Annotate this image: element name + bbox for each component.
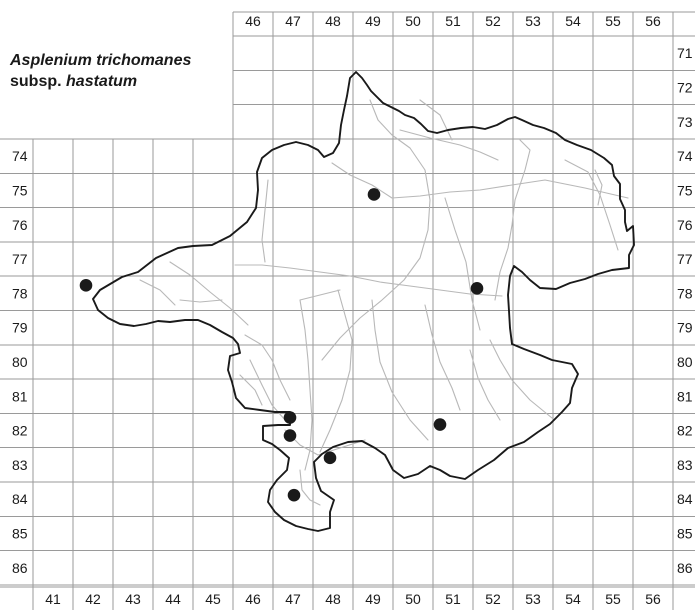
row-label-left: 79: [12, 320, 28, 336]
subspecies-prefix: subsp.: [10, 73, 67, 90]
column-label-bottom: 54: [565, 591, 581, 607]
row-label-right: 75: [677, 182, 693, 198]
river-line: [139, 279, 176, 306]
row-label-right: 74: [677, 148, 693, 164]
row-label-right: 86: [677, 560, 693, 576]
column-label-bottom: 43: [125, 591, 141, 607]
row-label-right: 81: [677, 388, 693, 404]
river-line: [244, 334, 291, 401]
column-label-bottom: 48: [325, 591, 341, 607]
map-title: Asplenium trichomanes subsp. hastatum: [10, 50, 232, 92]
column-label-top: 50: [405, 13, 421, 29]
column-label-top: 46: [245, 13, 261, 29]
river-line: [489, 339, 553, 419]
column-label-top: 53: [525, 13, 541, 29]
row-label-right: 82: [677, 423, 693, 439]
row-label-right: 72: [677, 79, 693, 95]
column-label-bottom: 44: [165, 591, 181, 607]
column-label-top: 54: [565, 13, 581, 29]
river-line: [179, 299, 223, 303]
row-label-left: 81: [12, 388, 28, 404]
river-line: [321, 99, 431, 361]
column-label-bottom: 49: [365, 591, 381, 607]
column-label-top: 55: [605, 13, 621, 29]
column-label-top: 48: [325, 13, 341, 29]
river-line: [494, 199, 516, 301]
column-label-top: 56: [645, 13, 661, 29]
row-label-right: 79: [677, 320, 693, 336]
column-label-bottom: 41: [45, 591, 61, 607]
occurrence-dot: [433, 418, 447, 431]
row-label-left: 76: [12, 217, 28, 233]
occurrence-dot: [283, 411, 297, 424]
row-label-right: 80: [677, 354, 693, 370]
row-label-right: 83: [677, 457, 693, 473]
river-line: [299, 469, 321, 506]
row-label-left: 82: [12, 423, 28, 439]
river-line: [169, 261, 249, 326]
river-line: [399, 129, 499, 161]
row-label-right: 85: [677, 525, 693, 541]
river-line: [419, 99, 453, 141]
row-label-right: 84: [677, 491, 693, 507]
column-label-bottom: 52: [485, 591, 501, 607]
occurrence-dot: [323, 451, 337, 465]
column-label-bottom: 42: [85, 591, 101, 607]
row-label-left: 80: [12, 354, 28, 370]
river-network: [139, 99, 629, 506]
row-label-right: 71: [677, 45, 693, 61]
row-label-right: 76: [677, 217, 693, 233]
grid-labels: 46 47 48 49 50 51 52 53 54 55 56 41 42 43 44 45 46 47 48 49…: [12, 13, 693, 607]
column-label-bottom: 55: [605, 591, 621, 607]
river-line: [299, 289, 341, 301]
river-line: [319, 289, 353, 453]
subspecies-name: subsp. hastatum: [10, 71, 232, 92]
occurrence-dot: [79, 279, 93, 292]
river-line: [234, 264, 503, 297]
column-label-top: 49: [365, 13, 381, 29]
river-line: [514, 139, 531, 201]
species-name: Asplenium trichomanes: [10, 50, 232, 71]
species-name-text: Asplenium trichomanes: [10, 52, 192, 69]
column-label-bottom: 53: [525, 591, 541, 607]
row-label-left: 77: [12, 251, 28, 267]
row-label-left: 74: [12, 148, 28, 164]
column-label-bottom: 45: [205, 591, 221, 607]
column-label-top: 47: [285, 13, 301, 29]
column-label-bottom: 47: [285, 591, 301, 607]
column-label-bottom: 51: [445, 591, 461, 607]
occurrence-dot: [283, 429, 297, 442]
row-label-right: 77: [677, 251, 693, 267]
row-label-left: 85: [12, 525, 28, 541]
row-label-right: 78: [677, 285, 693, 301]
column-label-top: 51: [445, 13, 461, 29]
river-line: [469, 349, 501, 421]
river-line: [424, 304, 461, 411]
row-label-right: 73: [677, 114, 693, 130]
column-label-bottom: 50: [405, 591, 421, 607]
river-line: [594, 169, 603, 206]
river-line: [331, 162, 629, 199]
row-label-left: 86: [12, 560, 28, 576]
occurrence-dot: [367, 188, 381, 201]
region-border: [92, 71, 635, 532]
column-label-top: 52: [485, 13, 501, 29]
occurrence-dot: [287, 488, 301, 502]
occurrence-dots: [79, 188, 484, 502]
row-label-left: 84: [12, 491, 28, 507]
occurrence-dot: [470, 282, 484, 295]
column-label-bottom: 46: [245, 591, 261, 607]
row-label-left: 83: [12, 457, 28, 473]
river-line: [284, 429, 366, 456]
column-label-bottom: 56: [645, 591, 661, 607]
river-line: [371, 299, 429, 441]
river-line: [261, 179, 269, 263]
row-label-left: 75: [12, 182, 28, 198]
subspecies-epithet: hastatum: [66, 73, 138, 90]
river-line: [444, 197, 481, 331]
row-label-left: 78: [12, 285, 28, 301]
river-line: [239, 374, 263, 406]
